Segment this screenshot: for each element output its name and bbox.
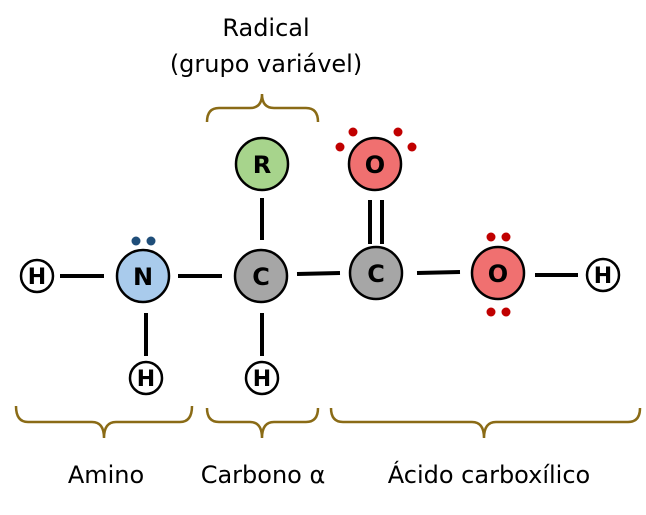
atom-c-alpha-label: C bbox=[252, 263, 270, 291]
lone-pair-o-dot bbox=[393, 127, 403, 137]
atom-h-left-label: H bbox=[28, 265, 46, 290]
atom-h-right-label: H bbox=[594, 264, 612, 289]
lone-pair-o-dot bbox=[486, 307, 496, 317]
bracket-radical bbox=[205, 93, 320, 123]
atoms: H N H C R H C bbox=[19, 136, 621, 396]
atom-h-right: H bbox=[585, 257, 621, 293]
amino-label: Amino bbox=[67, 461, 145, 489]
bonds bbox=[60, 198, 578, 356]
lone-pair-n-dot bbox=[131, 236, 141, 246]
atom-c-carboxyl: C bbox=[348, 245, 404, 301]
atom-o-hydroxyl-label: O bbox=[488, 260, 508, 288]
lone-pair-o-dot bbox=[335, 142, 345, 152]
atom-o-hydroxyl: O bbox=[470, 245, 526, 301]
atom-n-circle bbox=[115, 248, 171, 304]
lone-pair-n-dot bbox=[146, 236, 156, 246]
atom-h-below-n-circle bbox=[128, 360, 164, 396]
lone-pair-o-dot bbox=[486, 232, 496, 242]
atom-h-below-c: H bbox=[244, 360, 280, 396]
atom-o-double: O bbox=[347, 136, 403, 192]
carbono-label: Carbono α bbox=[200, 461, 326, 489]
atom-n-label: N bbox=[133, 263, 153, 291]
atom-h-below-n: H bbox=[128, 360, 164, 396]
atom-r: R bbox=[234, 136, 290, 192]
atom-h-left-circle bbox=[19, 258, 55, 294]
atom-h-left: H bbox=[19, 258, 55, 294]
bracket-amino bbox=[14, 405, 194, 439]
lone-pair-o-dot bbox=[501, 232, 511, 242]
radical-label: Radical bbox=[222, 14, 310, 42]
bracket-acido bbox=[329, 407, 642, 439]
atom-h-below-c-circle bbox=[244, 360, 280, 396]
lone-pairs bbox=[131, 127, 511, 317]
atom-c-carboxyl-circle bbox=[348, 245, 404, 301]
bracket-carbono bbox=[205, 407, 320, 439]
atom-c-carboxyl-label: C bbox=[367, 260, 385, 288]
atom-o-double-circle bbox=[347, 136, 403, 192]
acido-label: Ácido carboxílico bbox=[387, 461, 591, 489]
atom-c-alpha-circle bbox=[233, 248, 289, 304]
atom-h-right-circle bbox=[585, 257, 621, 293]
lone-pair-o-dot bbox=[348, 127, 358, 137]
radical-sublabel: (grupo variável) bbox=[169, 50, 363, 78]
brackets bbox=[14, 93, 642, 439]
atom-o-double-label: O bbox=[365, 151, 385, 179]
atom-h-below-c-label: H bbox=[253, 367, 271, 392]
atom-n: N bbox=[115, 248, 171, 304]
lone-pair-o-dot bbox=[501, 307, 511, 317]
atom-o-hydroxyl-circle bbox=[470, 245, 526, 301]
bond-c-o bbox=[416, 270, 461, 275]
atom-h-below-n-label: H bbox=[137, 367, 155, 392]
atom-r-label: R bbox=[253, 151, 271, 179]
atom-c-alpha: C bbox=[233, 248, 289, 304]
lone-pair-o-dot bbox=[407, 142, 417, 152]
bond-c-c bbox=[296, 271, 341, 276]
atom-r-circle bbox=[234, 136, 290, 192]
